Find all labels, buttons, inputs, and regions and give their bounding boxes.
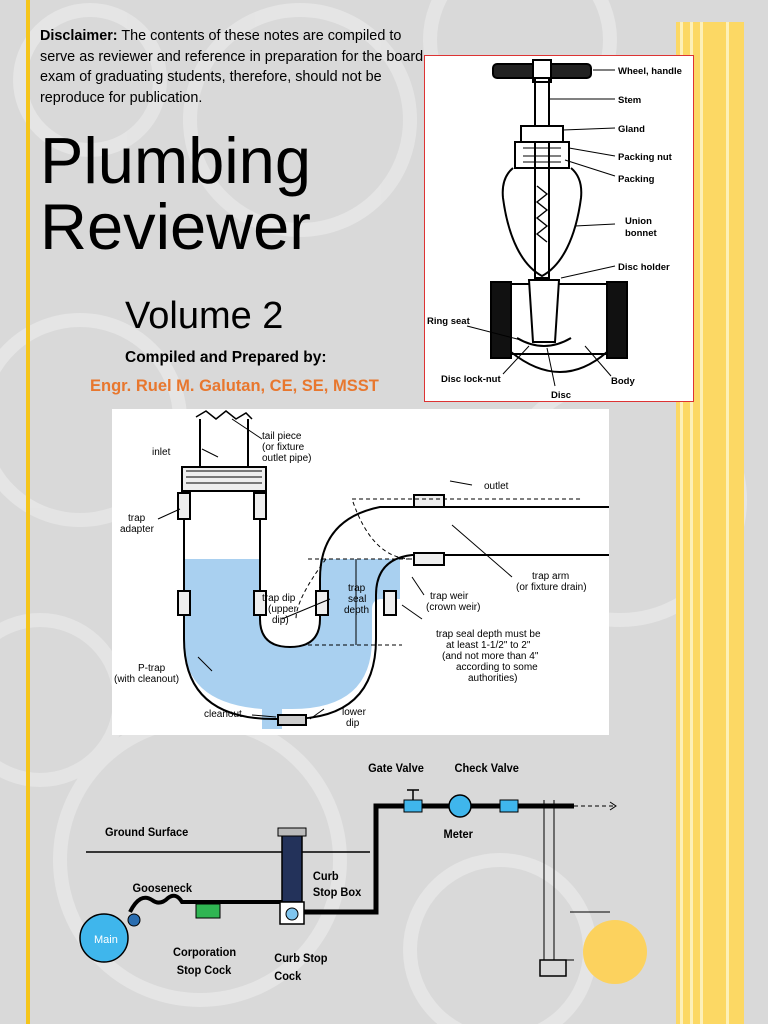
title-line-2: Reviewer [40, 190, 311, 263]
label-tail-piece-3: outlet pipe) [262, 453, 311, 464]
label-seal-depth-3: depth [344, 605, 369, 616]
label-gland: Gland [618, 124, 645, 135]
label-tail-piece-1: tail piece [262, 431, 302, 442]
label-trap-dip-1: trap dip [262, 593, 296, 604]
label-stem: Stem [618, 95, 641, 106]
label-disc-holder: Disc holder [618, 262, 670, 273]
label-wheel: Wheel, handle [618, 66, 682, 77]
label-lower-dip-1: lower [342, 707, 367, 718]
decorative-yellow-circle [583, 920, 647, 984]
label-curb-cock-1: Curb Stop [274, 953, 327, 965]
label-trap-weir-2: (crown weir) [426, 602, 480, 613]
title-line-1: Plumbing [40, 124, 311, 197]
label-trap-dip-3: dip) [272, 615, 289, 626]
disclaimer-label: Disclaimer: [40, 28, 118, 44]
label-note-1: trap seal depth must be [436, 629, 541, 640]
label-note-2: at least 1-1/2" to 2" [446, 640, 531, 651]
label-outlet: outlet [484, 481, 509, 492]
left-accent-stripe [26, 0, 30, 1024]
label-packing: Packing [618, 174, 655, 185]
label-curb-cock-2: Cock [274, 971, 302, 983]
label-tail-piece-2: (or fixture [262, 442, 305, 453]
label-note-5: authorities) [468, 673, 517, 684]
label-disc: Disc [551, 390, 571, 401]
label-seal-depth-1: trap [348, 583, 366, 594]
compiled-by: Compiled and Prepared by: [125, 349, 327, 366]
volume-subtitle: Volume 2 [125, 295, 284, 337]
label-curb-1: Curb [313, 871, 339, 883]
water-service-drawing: Gate Valve Check Valve Meter Ground Surf… [79, 763, 617, 983]
label-ring-seat: Ring seat [427, 316, 471, 327]
label-meter: Meter [444, 829, 474, 841]
label-seal-depth-2: seal [348, 594, 366, 605]
label-ground-surface: Ground Surface [105, 827, 189, 839]
label-disc-lock-nut: Disc lock-nut [441, 374, 501, 385]
label-lower-dip-2: dip [346, 718, 360, 729]
label-union: Union [625, 216, 652, 227]
label-cleanout: cleanout [204, 709, 242, 720]
label-trap-adapter-2: adapter [120, 524, 155, 535]
label-note-3: (and not more than 4" [442, 651, 539, 662]
p-trap-drawing: inlet tail piece (or fixture outlet pipe… [114, 410, 612, 729]
label-main: Main [94, 934, 118, 946]
page-title: Plumbing Reviewer [40, 128, 311, 260]
label-trap-dip-2: (upper [268, 604, 298, 615]
gate-valve-diagram: Wheel, handle Stem Gland Packing nut Pac… [424, 55, 694, 402]
water-service-diagram: Gate Valve Check Valve Meter Ground Surf… [70, 752, 630, 1012]
label-trap-arm-2: (or fixture drain) [516, 582, 587, 593]
label-ptrap-2: (with cleanout) [114, 674, 179, 685]
label-inlet: inlet [152, 447, 171, 458]
author-name: Engr. Ruel M. Galutan, CE, SE, MSST [90, 377, 379, 395]
label-corporation-1: Corporation [173, 947, 236, 959]
disclaimer: Disclaimer: The contents of these notes … [40, 26, 424, 108]
label-trap-arm-1: trap arm [532, 571, 569, 582]
label-ptrap-1: P-trap [138, 663, 166, 674]
label-note-4: according to some [456, 662, 538, 673]
label-trap-adapter-1: trap [128, 513, 146, 524]
label-bonnet: bonnet [625, 228, 657, 239]
label-gate-valve: Gate Valve [368, 763, 424, 775]
label-curb-2: Stop Box [313, 887, 362, 899]
label-packing-nut: Packing nut [618, 152, 673, 163]
label-corporation-2: Stop Cock [177, 965, 232, 977]
disclaimer-text: The contents of these notes are compiled… [40, 28, 424, 106]
right-decorative-bands [676, 22, 744, 1024]
p-trap-diagram: inlet tail piece (or fixture outlet pipe… [112, 409, 612, 735]
label-body: Body [611, 376, 635, 387]
gate-valve-drawing: Wheel, handle Stem Gland Packing nut Pac… [427, 59, 682, 401]
label-trap-weir-1: trap weir [430, 591, 469, 602]
label-gooseneck: Gooseneck [133, 883, 193, 895]
label-check-valve: Check Valve [455, 763, 520, 775]
